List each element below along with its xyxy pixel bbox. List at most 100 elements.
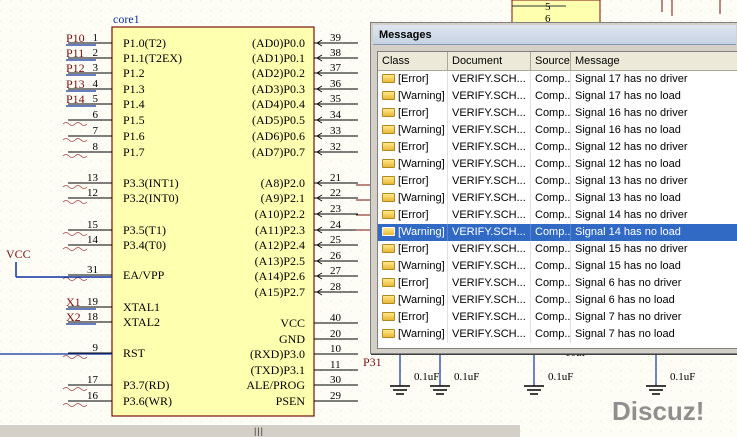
right-pin[interactable]: 22(A9)P2.1: [261, 187, 358, 205]
right-pin[interactable]: 25(A12)P2.4: [255, 234, 358, 252]
message-row[interactable]: [Error]VERIFY.SCH...Comp...Signal 7 has …: [378, 309, 737, 326]
right-pin[interactable]: 39(AD0)P0.0: [252, 32, 358, 50]
message-cell-document: VERIFY.SCH...: [448, 292, 531, 309]
message-row[interactable]: [Warning]VERIFY.SCH...Comp...Signal 16 h…: [378, 122, 737, 139]
message-row[interactable]: [Warning]VERIFY.SCH...Comp...Signal 15 h…: [378, 258, 737, 275]
right-pin[interactable]: 34(AD5)P0.5: [252, 109, 358, 127]
pin-label: P3.3(INT1): [123, 176, 179, 190]
message-cell-source: Comp...: [531, 241, 571, 258]
message-row[interactable]: [Error]VERIFY.SCH...Comp...Signal 16 has…: [378, 105, 737, 122]
right-pin[interactable]: 35(AD4)P0.4: [252, 93, 358, 111]
messages-panel[interactable]: Messages Class Document Source Message […: [370, 22, 737, 354]
message-cell-class: [Warning]: [378, 326, 448, 343]
message-row[interactable]: [Warning]VERIFY.SCH...Comp...Signal 12 h…: [378, 156, 737, 173]
messages-table[interactable]: Class Document Source Message [Error]VER…: [377, 51, 737, 349]
message-row[interactable]: [Warning]VERIFY.SCH...Comp...Signal 6 ha…: [378, 292, 737, 309]
right-pin[interactable]: 37(AD2)P0.2: [252, 62, 358, 80]
right-pin[interactable]: 24(A11)P2.3: [255, 219, 358, 237]
message-row[interactable]: [Error]VERIFY.SCH...Comp...Signal 13 has…: [378, 173, 737, 190]
right-pin[interactable]: 36(AD3)P0.3: [252, 78, 358, 96]
right-pin[interactable]: 32(AD7)P0.7: [252, 141, 358, 159]
top-number-5: 5: [545, 1, 551, 13]
folder-icon: [382, 193, 395, 202]
message-cell-class: [Error]: [378, 309, 448, 326]
right-pin[interactable]: 33(AD6)P0.6: [252, 125, 358, 143]
message-row[interactable]: [Warning]VERIFY.SCH...Comp...Signal 7 ha…: [378, 326, 737, 343]
right-pin[interactable]: 26(A13)P2.5: [255, 250, 358, 268]
column-header-source[interactable]: Source: [531, 52, 571, 70]
horizontal-scrollbar[interactable]: |||: [0, 424, 520, 437]
column-header-message[interactable]: Message: [571, 52, 737, 70]
pin-number: 16: [87, 390, 99, 402]
message-row[interactable]: [Warning]VERIFY.SCH...Comp...Signal 13 h…: [378, 190, 737, 207]
pin-label: ALE/PROG: [246, 378, 305, 392]
right-pin[interactable]: 27(A14)P2.6: [255, 265, 358, 283]
vcc-net-label: VCC: [6, 247, 31, 261]
message-cell-class: [Error]: [378, 71, 448, 88]
right-pin[interactable]: 10 (RXD)P3.0: [250, 343, 358, 361]
right-pin[interactable]: 11(TXD)P3.1: [251, 359, 358, 377]
message-cell-message: Signal 12 has no driver: [571, 139, 737, 156]
pin-number: 18: [87, 311, 99, 323]
message-cell-document: VERIFY.SCH...: [448, 88, 531, 105]
pin-label: EA/VPP: [123, 268, 165, 282]
message-row[interactable]: [Error]VERIFY.SCH...Comp...Signal 15 has…: [378, 241, 737, 258]
message-row[interactable]: [Error]VERIFY.SCH...Comp...Signal 6 has …: [378, 275, 737, 292]
right-pin[interactable]: 21(A8)P2.0: [261, 172, 358, 190]
pin-label: P1.0(T2): [123, 36, 166, 50]
message-row[interactable]: [Error]VERIFY.SCH...Comp...Signal 17 has…: [378, 71, 737, 88]
message-cell-class: [Error]: [378, 105, 448, 122]
message-row[interactable]: [Warning]VERIFY.SCH...Comp...Signal 14 h…: [378, 224, 737, 241]
capacitor[interactable]: 0.1uF: [390, 352, 439, 395]
pin-number: 10: [330, 343, 342, 355]
pin-number: 28: [330, 281, 342, 293]
right-pin[interactable]: 38(AD1)P0.1: [252, 47, 358, 65]
mcu-component-body[interactable]: [111, 26, 315, 417]
message-row[interactable]: [Error]VERIFY.SCH...Comp...Signal 14 has…: [378, 207, 737, 224]
message-cell-source: Comp...: [531, 224, 571, 241]
right-pin[interactable]: 28(A15)P2.7: [255, 281, 358, 299]
message-cell-class: [Error]: [378, 173, 448, 190]
scrollbar-grip-icon[interactable]: |||: [254, 426, 265, 436]
capacitor[interactable]: 0.1uF: [524, 352, 573, 395]
capacitor[interactable]: 0.1uF: [430, 352, 479, 395]
cap-value: 0.1uF: [414, 371, 439, 383]
cap-value: 0.1uF: [548, 371, 573, 383]
pin-number: 14: [87, 234, 99, 246]
message-text-class: [Error]: [398, 243, 429, 255]
column-header-class[interactable]: Class: [378, 52, 448, 70]
pin-label: (RXD)P3.0: [250, 347, 305, 361]
message-row[interactable]: [Warning]VERIFY.SCH...Comp...Signal 17 h…: [378, 88, 737, 105]
message-text-class: [Error]: [398, 277, 429, 289]
column-header-document[interactable]: Document: [448, 52, 531, 70]
messages-panel-title[interactable]: Messages: [373, 25, 736, 45]
cap-value: 0.1uF: [454, 371, 479, 383]
right-pin[interactable]: 23(A10)P2.2: [255, 203, 358, 221]
message-cell-source: Comp...: [531, 275, 571, 292]
message-text-source: Comp...: [535, 73, 571, 85]
capacitor[interactable]: 0.1uF: [646, 352, 695, 395]
message-row[interactable]: [Error]VERIFY.SCH...Comp...Signal 12 has…: [378, 139, 737, 156]
